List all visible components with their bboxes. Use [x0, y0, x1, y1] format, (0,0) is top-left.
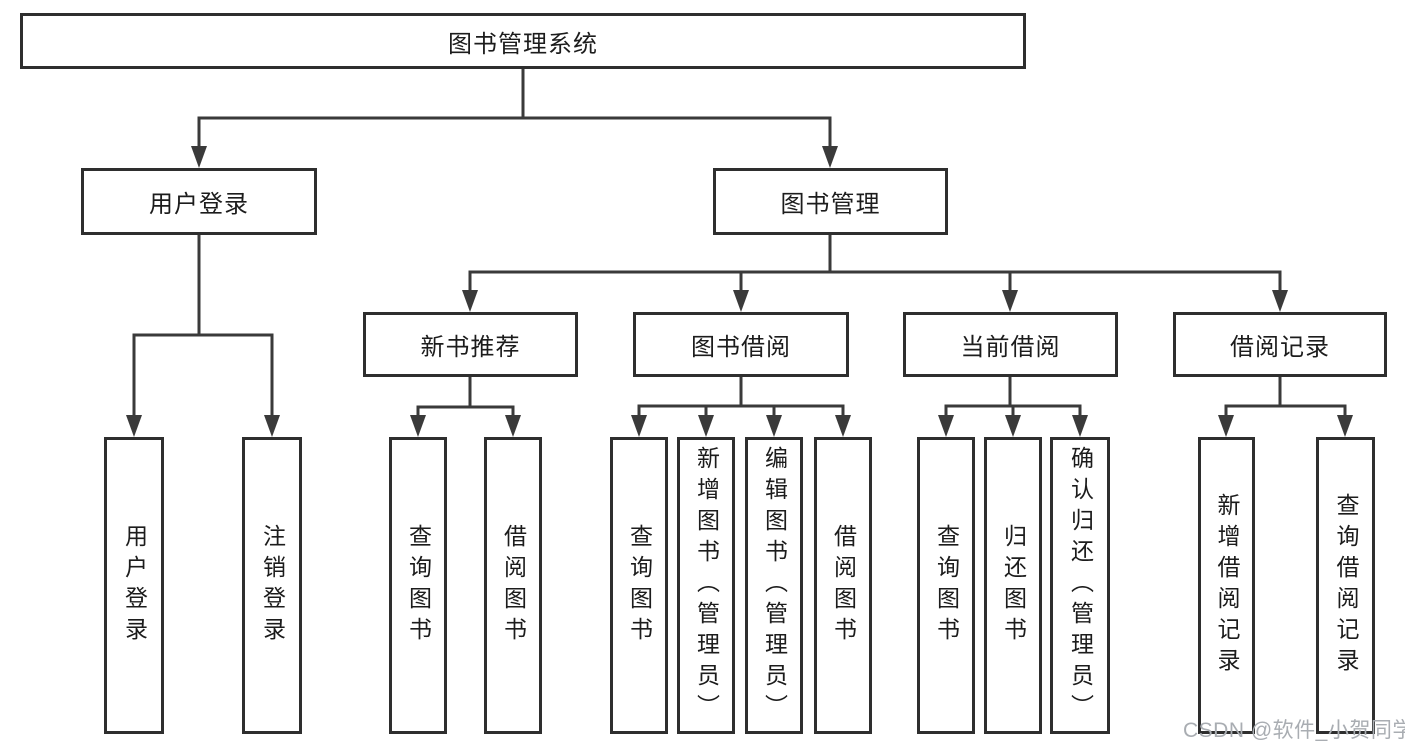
leaf-query-books-1: 查询图书 — [389, 437, 447, 734]
leaf-query-books-3: 查询图书 — [917, 437, 975, 734]
node-new-books: 新书推荐 — [363, 312, 578, 377]
csdn-watermark: CSDN @软件_小贺同学 — [1183, 719, 1405, 742]
connector-branch-records — [1224, 404, 1347, 416]
leaf-user-login: 用户登录 — [104, 437, 164, 734]
node-root: 图书管理系统 — [20, 13, 1026, 69]
connector-branch-new-books — [416, 405, 515, 416]
connector-branch-borrow — [637, 404, 845, 416]
node-borrow: 图书借阅 — [633, 312, 849, 377]
node-user-login: 用户登录 — [81, 168, 317, 235]
connector-branch-level3 — [468, 270, 1282, 291]
node-book-mgmt: 图书管理 — [713, 168, 948, 235]
leaf-borrow-books-1: 借阅图书 — [484, 437, 542, 734]
connector-branch-level2 — [197, 116, 832, 147]
leaf-borrow-books-2: 借阅图书 — [814, 437, 872, 734]
leaf-logout: 注销登录 — [242, 437, 302, 734]
leaf-add-borrow-record: 新增借阅记录 — [1198, 437, 1255, 734]
connector-branch-user-login — [132, 333, 274, 416]
leaf-edit-books-admin: 编辑图书（管理员） — [745, 437, 803, 734]
leaf-add-books-admin: 新增图书（管理员） — [677, 437, 735, 734]
leaf-confirm-return-admin: 确认归还（管理员） — [1050, 437, 1110, 734]
node-records: 借阅记录 — [1173, 312, 1387, 377]
node-current: 当前借阅 — [903, 312, 1118, 377]
leaf-query-borrow-record: 查询借阅记录 — [1316, 437, 1375, 734]
arrowheads — [126, 146, 1353, 437]
leaf-return-books: 归还图书 — [984, 437, 1042, 734]
leaf-query-books-2: 查询图书 — [610, 437, 668, 734]
